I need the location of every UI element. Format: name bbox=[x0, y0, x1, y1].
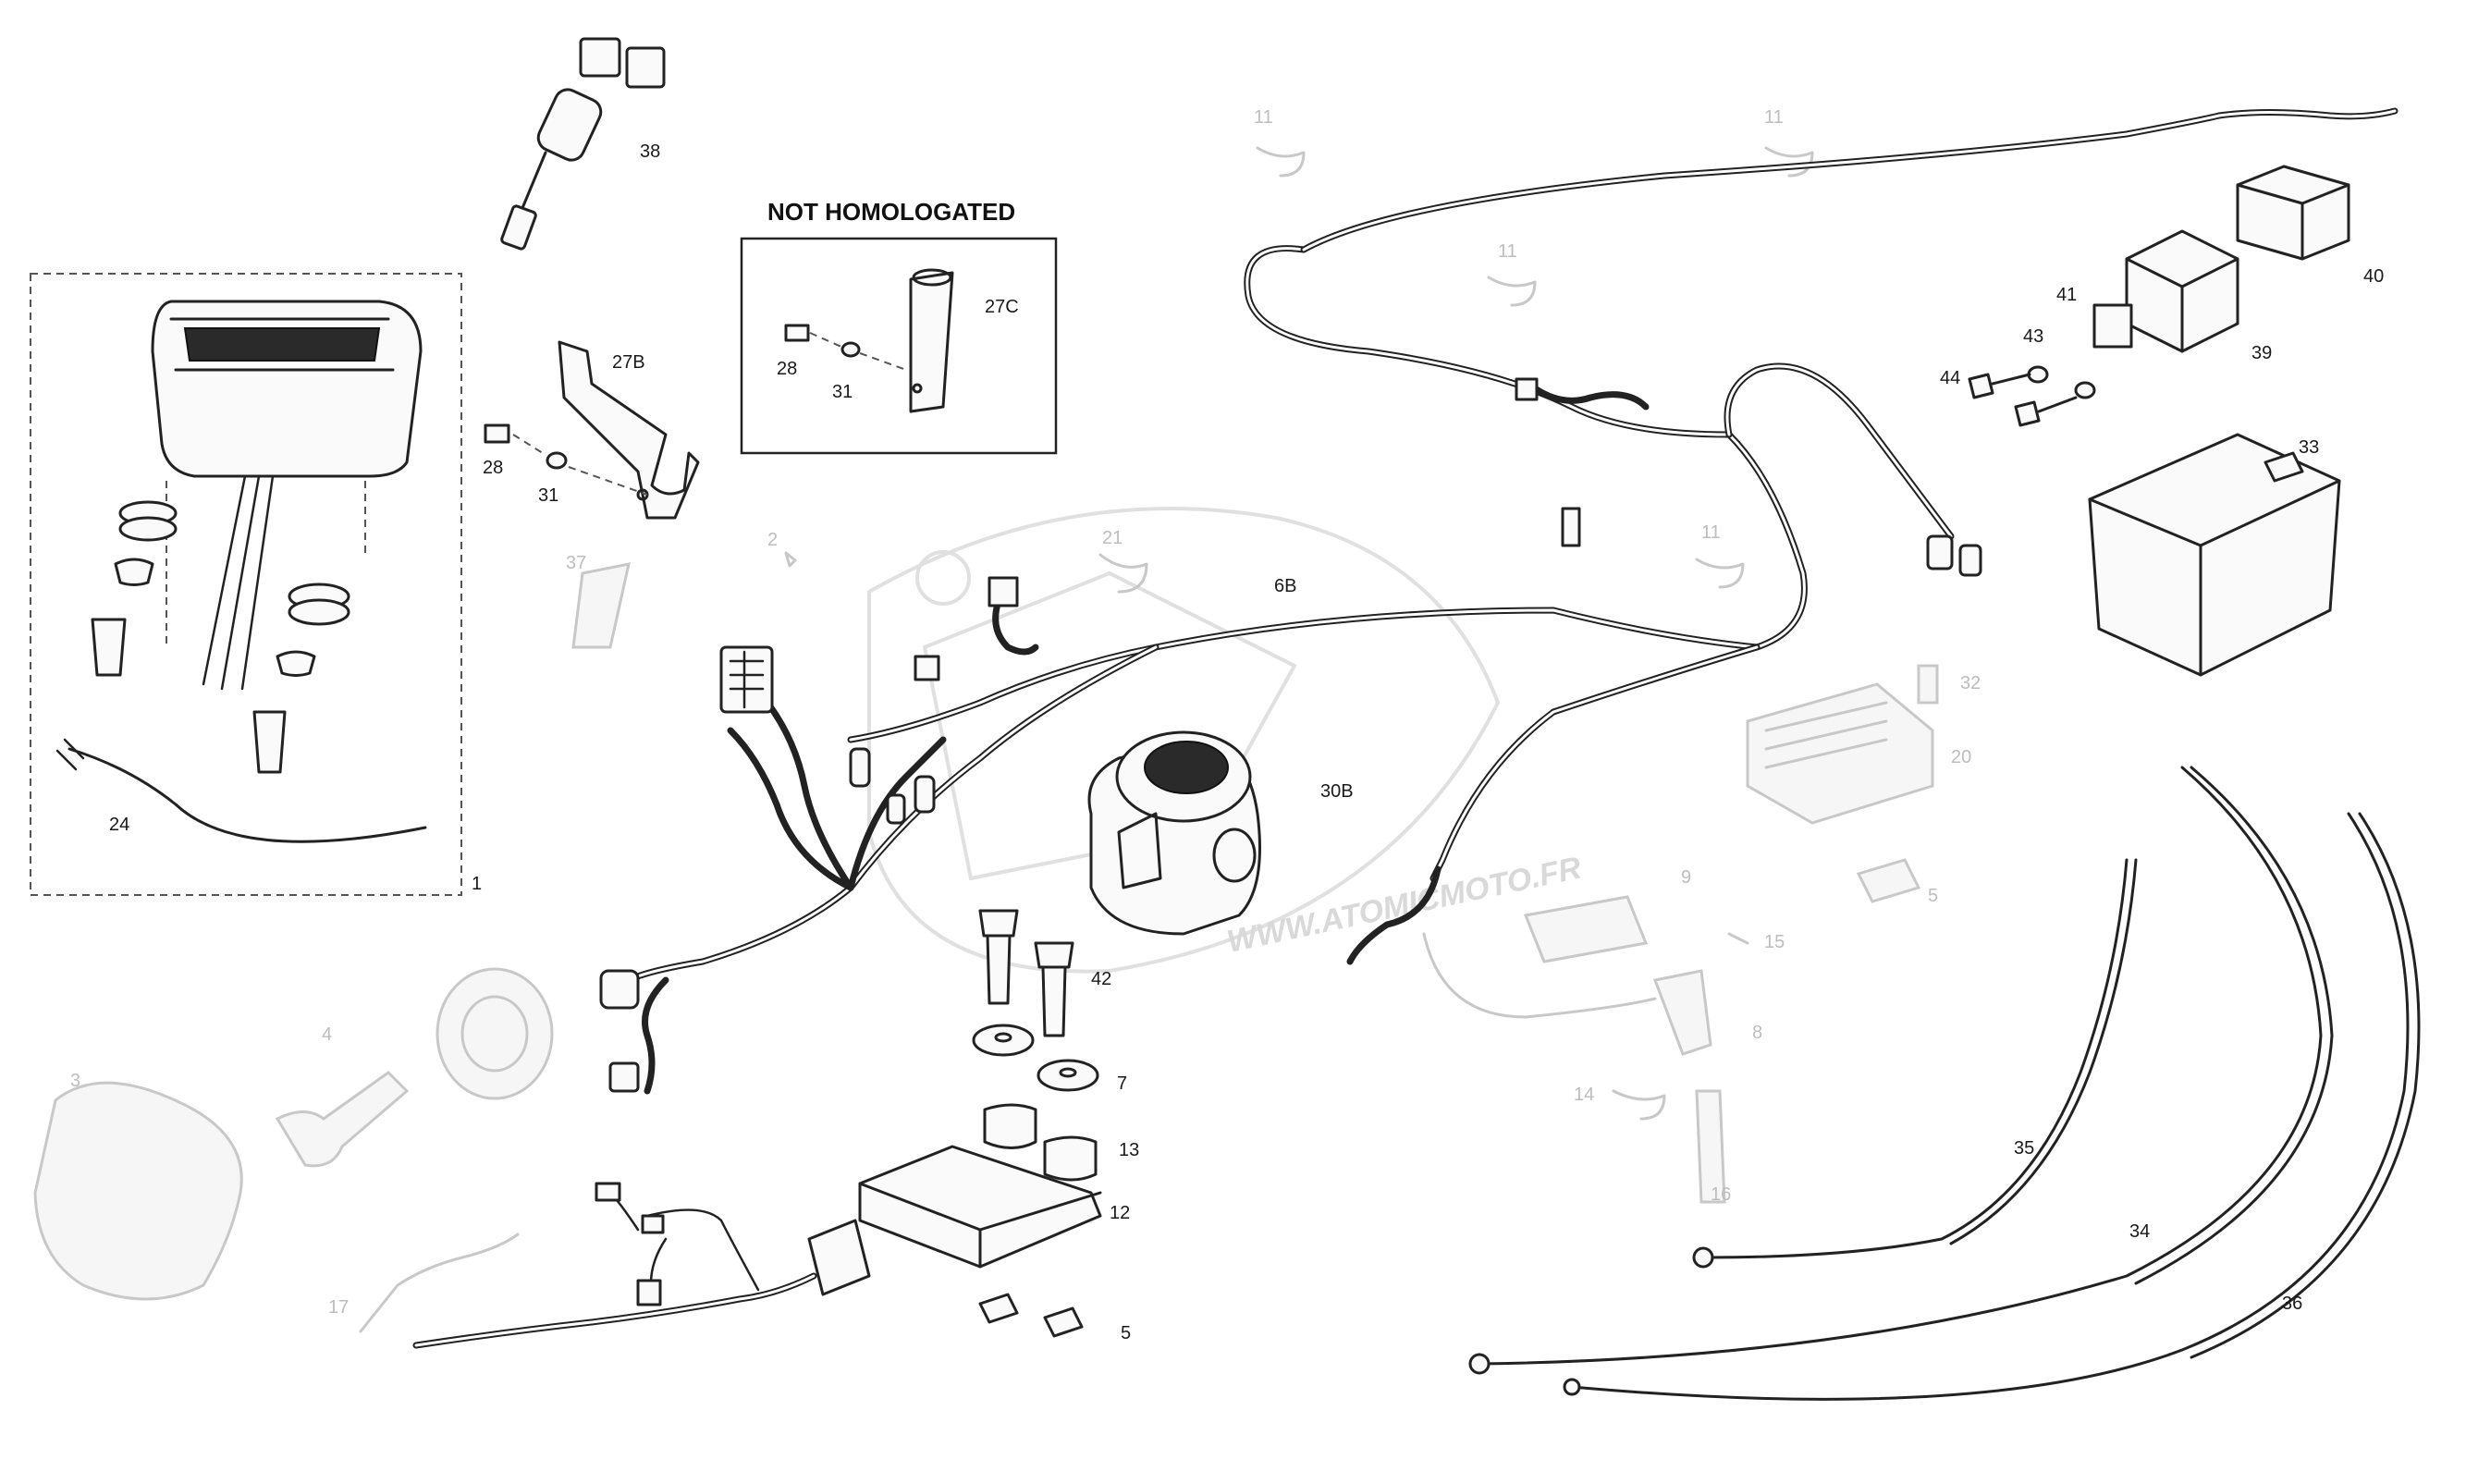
label-9: 9 bbox=[1681, 867, 1691, 888]
cable-34 bbox=[1478, 766, 2323, 1366]
label-39: 39 bbox=[2251, 343, 2272, 363]
main-wiring-harness-6b: 6B bbox=[599, 107, 2399, 1095]
label-27c: 27C bbox=[985, 297, 1019, 317]
dashboard-wire-24 bbox=[67, 747, 427, 843]
label-11-b: 11 bbox=[1764, 107, 1784, 128]
label-11-c: 11 bbox=[1498, 241, 1517, 262]
label-15: 15 bbox=[1764, 932, 1785, 952]
label-11-d: 11 bbox=[1701, 522, 1721, 543]
label-30b: 30B bbox=[1320, 781, 1354, 802]
label-6b: 6B bbox=[1274, 576, 1296, 596]
cdi-unit-12 bbox=[858, 1145, 1102, 1269]
label-32: 32 bbox=[1960, 673, 1981, 693]
label-11-a: 11 bbox=[1254, 107, 1273, 128]
label-31-a: 31 bbox=[538, 485, 558, 506]
not-homologated-box bbox=[740, 237, 1058, 455]
rubber-13-b bbox=[1043, 1135, 1098, 1182]
label-14: 14 bbox=[1574, 1085, 1594, 1105]
label-44: 44 bbox=[1940, 368, 1960, 388]
relay-group: 40 41 39 43 44 bbox=[1926, 165, 2384, 577]
label-2: 2 bbox=[767, 530, 778, 550]
rubber-grommet-left bbox=[118, 500, 178, 542]
label-13: 13 bbox=[1119, 1140, 1139, 1160]
cable-36 bbox=[1570, 812, 2410, 1401]
faded-minor-parts: 2 37 21 11 11 11 11 bbox=[566, 107, 1814, 649]
battery-cables: 35 34 36 bbox=[1468, 766, 2421, 1401]
battery-33: 33 bbox=[2088, 433, 2341, 677]
label-5-a: 5 bbox=[1121, 1323, 1131, 1343]
bolt-42-b bbox=[1041, 965, 1067, 1037]
fuse-41 bbox=[2092, 303, 2133, 349]
clip-5-a bbox=[978, 1293, 1019, 1324]
relay-40 bbox=[2236, 165, 2350, 261]
label-4: 4 bbox=[322, 1024, 332, 1045]
label-28-b: 28 bbox=[777, 359, 797, 379]
label-37: 37 bbox=[566, 553, 586, 573]
dashboard-bolt-left bbox=[91, 618, 127, 677]
label-36: 36 bbox=[2282, 1294, 2302, 1314]
not-homologated-group: NOT HOMOLOGATED 27C 28 31 bbox=[740, 198, 1058, 455]
dashboard-bolt-right bbox=[252, 710, 287, 774]
label-5-b: 5 bbox=[1928, 886, 1938, 906]
bolt-42-a bbox=[986, 934, 1012, 1005]
faded-headlamp-group: 3 4 17 bbox=[33, 967, 554, 1333]
cdi-mount-group: 42 7 13 12 5 bbox=[412, 909, 1139, 1349]
label-40: 40 bbox=[2363, 266, 2384, 287]
label-7: 7 bbox=[1117, 1073, 1127, 1094]
label-41: 41 bbox=[2056, 285, 2077, 305]
label-33: 33 bbox=[2299, 437, 2319, 458]
not-homologated-title: NOT HOMOLOGATED bbox=[767, 198, 1015, 226]
label-3: 3 bbox=[70, 1071, 80, 1091]
connector-6b-c bbox=[988, 576, 1019, 607]
clip-5-b bbox=[1043, 1306, 1084, 1338]
label-8: 8 bbox=[1752, 1023, 1762, 1043]
bracket-27b: 27B 28 31 bbox=[483, 340, 700, 520]
ignition-switch-38: 38 bbox=[500, 37, 666, 251]
connector-6b-b bbox=[1561, 507, 1581, 547]
cable-35 bbox=[1704, 858, 2129, 1259]
label-34: 34 bbox=[2129, 1221, 2150, 1242]
label-35: 35 bbox=[2014, 1138, 2034, 1159]
handlebar-switch-30b: 30B bbox=[1087, 730, 1354, 936]
label-17: 17 bbox=[328, 1297, 349, 1318]
label-1: 1 bbox=[472, 874, 482, 894]
rubber-grommet-right bbox=[288, 583, 350, 626]
faded-regulator-group: 20 32 5 bbox=[1746, 664, 1981, 906]
connector-6b-multi bbox=[719, 645, 774, 714]
label-28-a: 28 bbox=[483, 458, 503, 478]
dashboard-kit: 24 1 bbox=[30, 273, 482, 896]
label-27b: 27B bbox=[612, 352, 645, 373]
label-21: 21 bbox=[1102, 528, 1123, 548]
connector-6b-a bbox=[1515, 377, 1539, 401]
faded-ignition-group: 9 8 15 14 16 bbox=[1422, 867, 1785, 1205]
label-42: 42 bbox=[1091, 969, 1111, 989]
rubber-13-a bbox=[983, 1103, 1037, 1149]
watermark-text: WWW.ATOMICMOTO.FR bbox=[1224, 850, 1585, 959]
label-31-b: 31 bbox=[832, 382, 853, 402]
dashboard-kit-box bbox=[30, 273, 462, 896]
bracket-27c bbox=[909, 271, 954, 413]
label-43: 43 bbox=[2023, 326, 2043, 347]
label-38: 38 bbox=[640, 141, 660, 162]
label-20: 20 bbox=[1951, 747, 1971, 767]
label-16: 16 bbox=[1711, 1184, 1731, 1205]
label-12: 12 bbox=[1110, 1203, 1130, 1223]
label-24: 24 bbox=[109, 815, 129, 835]
